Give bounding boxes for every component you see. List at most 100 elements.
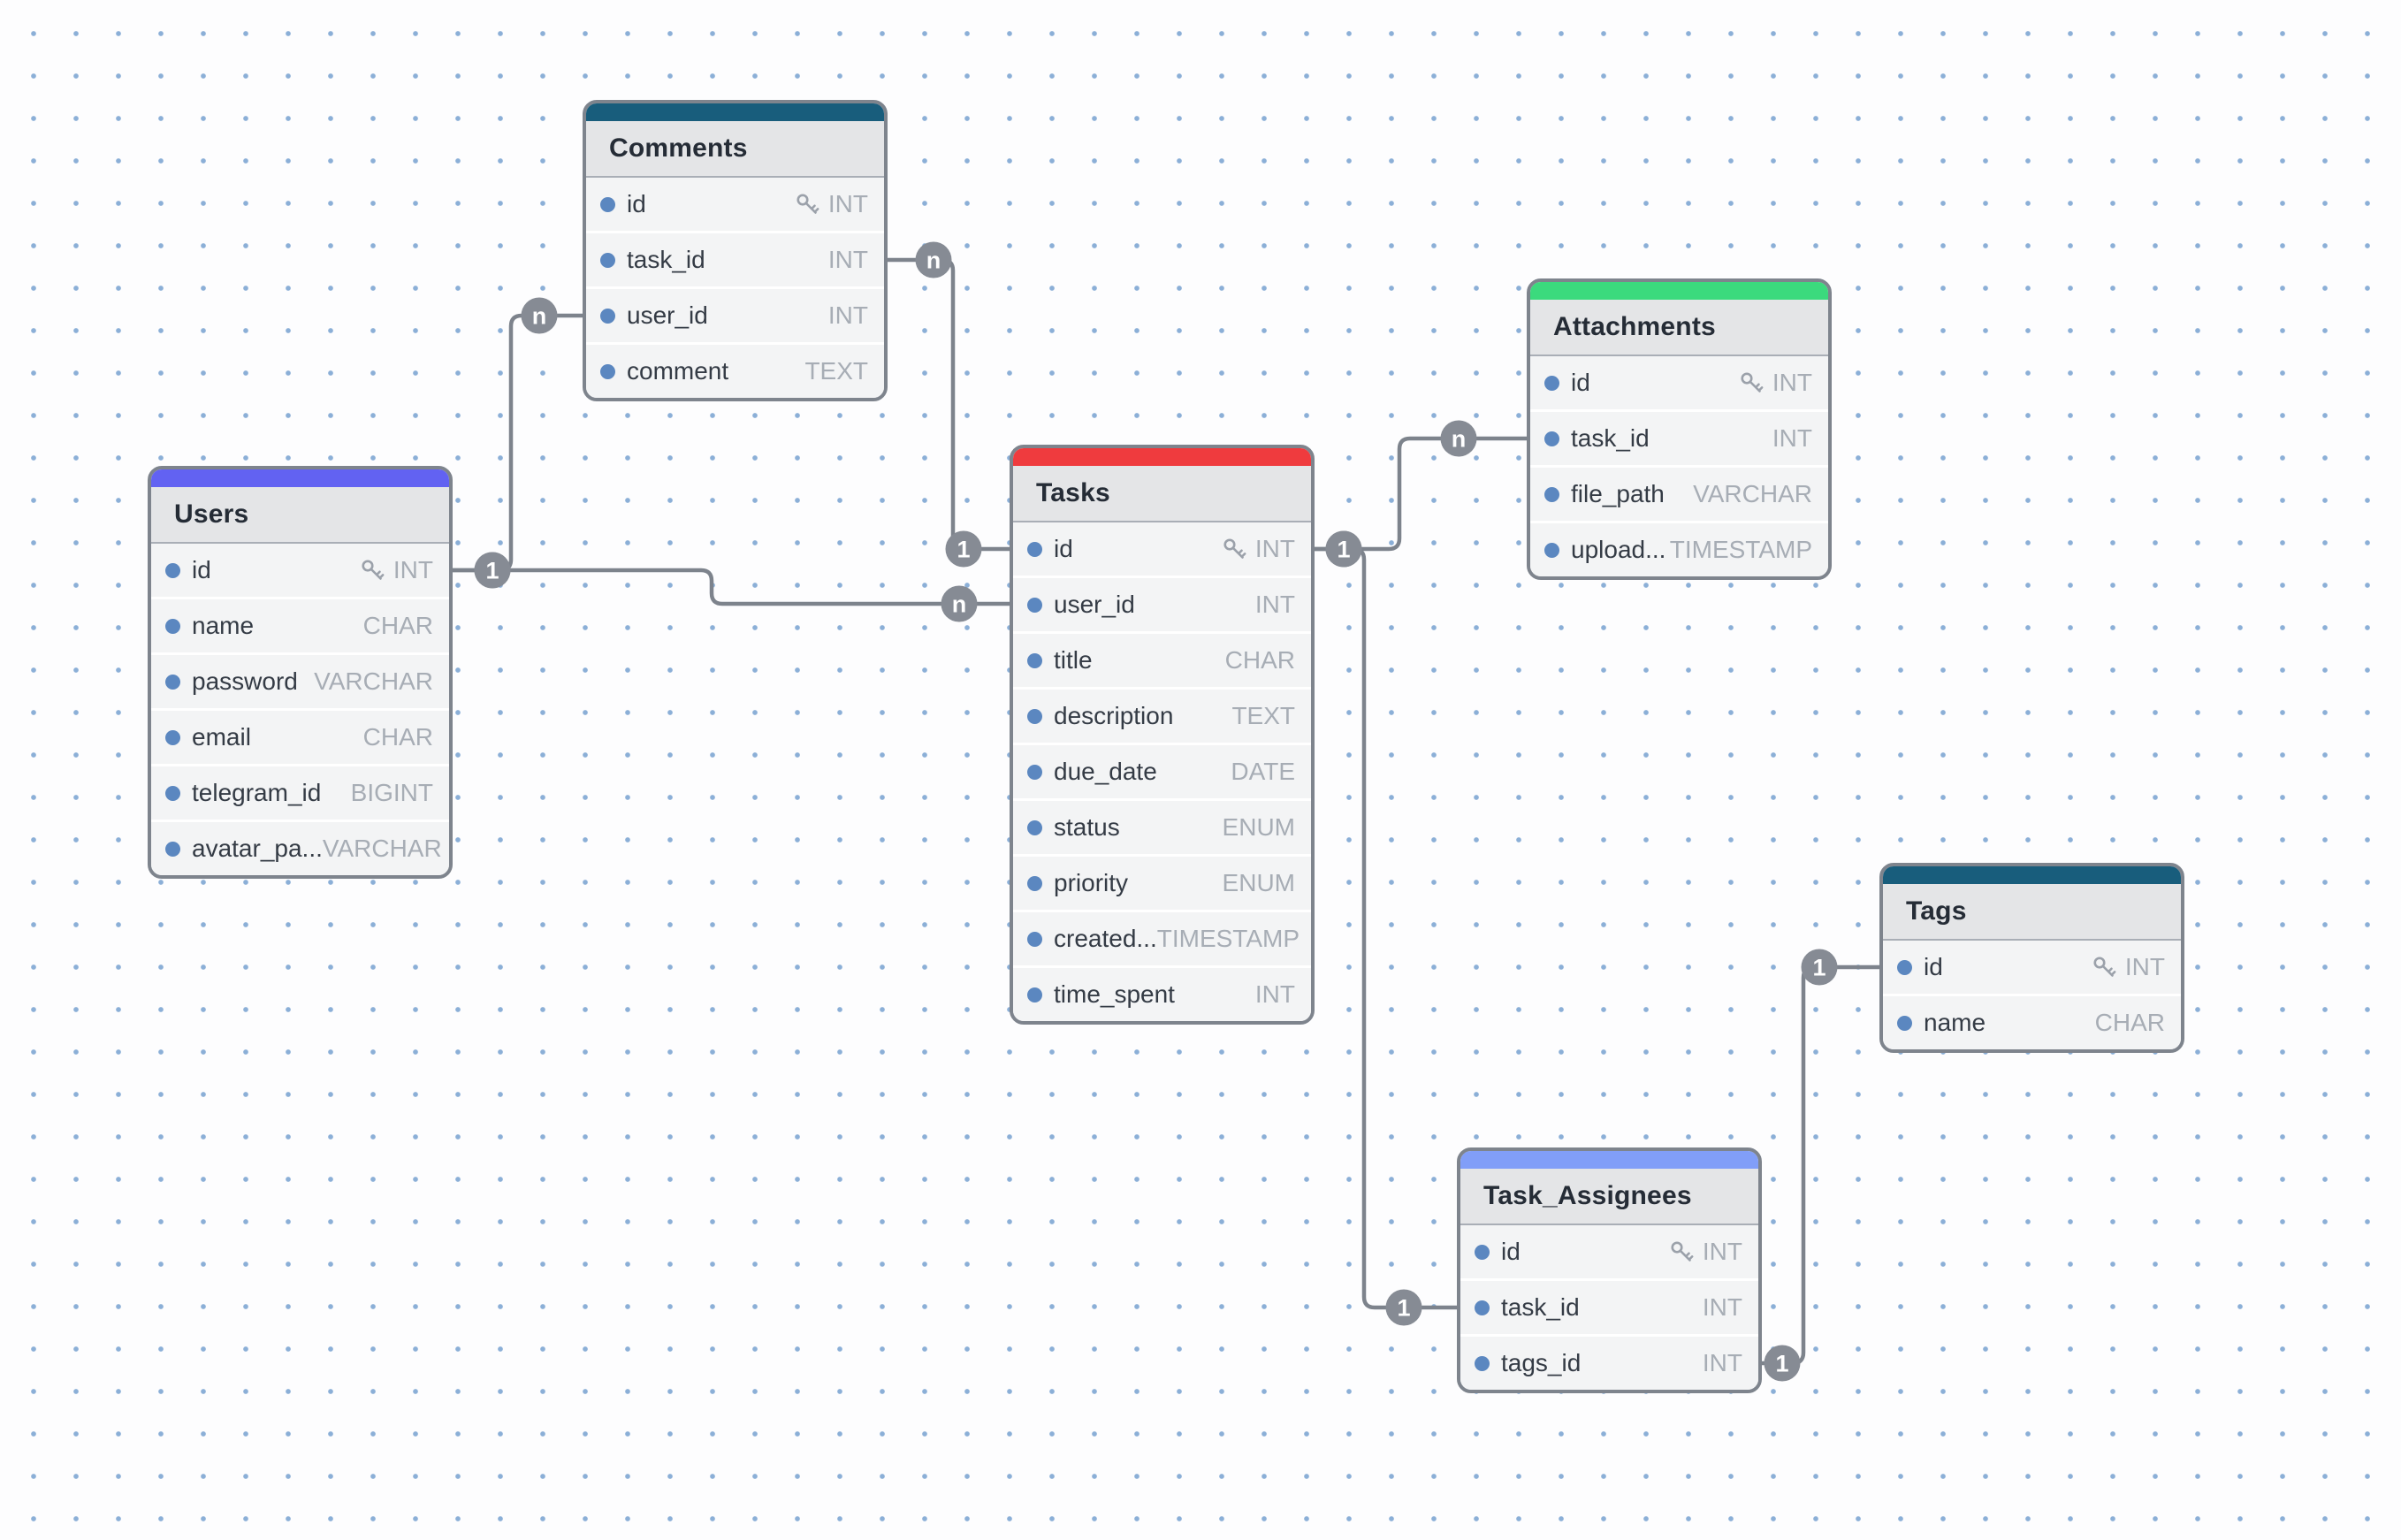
field-meta: INT bbox=[359, 556, 433, 584]
field-dot-icon bbox=[165, 785, 180, 801]
relationship-tasks-task_assignees[interactable] bbox=[1312, 546, 1460, 1310]
cardinality-bubble: n bbox=[521, 297, 558, 334]
field-name: telegram_id bbox=[192, 779, 322, 806]
cardinality-circle bbox=[1325, 530, 1362, 568]
field-type: CHAR bbox=[1224, 646, 1295, 674]
field-meta: DATE bbox=[1231, 758, 1295, 786]
table-accent-bar bbox=[1883, 866, 2181, 884]
field-meta: BIGINT bbox=[351, 779, 433, 807]
field-meta: INT bbox=[1738, 369, 1812, 397]
table-header-task_assignees[interactable]: Task_Assignees bbox=[1460, 1169, 1758, 1225]
field-meta: ENUM bbox=[1223, 813, 1295, 842]
field-users-telegram_id[interactable]: telegram_id BIGINT bbox=[151, 766, 449, 822]
field-dot-icon bbox=[1544, 486, 1559, 502]
field-tasks-time_spent[interactable]: time_spent INT bbox=[1013, 968, 1311, 1021]
cardinality-label: n bbox=[926, 248, 941, 274]
field-dot-icon bbox=[165, 618, 180, 634]
table-header-attachments[interactable]: Attachments bbox=[1530, 300, 1828, 356]
cardinality-bubble: 1 bbox=[1801, 949, 1838, 986]
key-icon bbox=[1223, 538, 1246, 559]
cardinality-circle bbox=[941, 585, 978, 622]
field-meta: CHAR bbox=[363, 612, 433, 640]
field-attachments-upload[interactable]: upload...TIMESTAMP bbox=[1530, 523, 1828, 576]
field-tasks-status[interactable]: status ENUM bbox=[1013, 801, 1311, 857]
key-icon bbox=[2093, 957, 2116, 977]
cardinality-bubble: 1 bbox=[1325, 530, 1362, 568]
field-type: INT bbox=[393, 556, 433, 583]
field-dot-icon bbox=[600, 308, 615, 324]
field-type: VARCHAR bbox=[322, 835, 442, 862]
table-header-users[interactable]: Users bbox=[151, 487, 449, 544]
relationship-tasks-comments[interactable] bbox=[885, 257, 1012, 552]
field-type: INT bbox=[1254, 980, 1295, 1008]
relationship-users-comments[interactable] bbox=[450, 313, 585, 573]
field-meta: INT bbox=[828, 246, 868, 274]
field-type: TIMESTAMP bbox=[1669, 536, 1812, 563]
table-header-comments[interactable]: Comments bbox=[586, 121, 884, 178]
cardinality-circle bbox=[1764, 1345, 1801, 1382]
field-name: password bbox=[192, 667, 298, 695]
field-dot-icon bbox=[1027, 931, 1042, 947]
field-type: INT bbox=[1254, 591, 1295, 618]
table-accent-bar bbox=[1013, 448, 1311, 466]
table-title: Tasks bbox=[1036, 478, 1110, 507]
relationship-users-tasks[interactable] bbox=[450, 568, 1012, 606]
field-dot-icon bbox=[1544, 431, 1559, 446]
table-title: Comments bbox=[609, 133, 748, 163]
cardinality-circle bbox=[945, 530, 982, 568]
field-name: task_id bbox=[1571, 424, 1650, 452]
field-type: TIMESTAMP bbox=[1156, 925, 1300, 952]
table-title: Tags bbox=[1906, 896, 1967, 926]
field-name: status bbox=[1054, 813, 1120, 841]
field-type: INT bbox=[827, 190, 868, 217]
field-tasks-created[interactable]: created...TIMESTAMP bbox=[1013, 912, 1311, 968]
table-header-tags[interactable]: Tags bbox=[1883, 884, 2181, 941]
field-name: task_id bbox=[1501, 1293, 1580, 1321]
field-meta: ENUM bbox=[1223, 869, 1295, 897]
field-users-avatar_pa[interactable]: avatar_pa...VARCHAR bbox=[151, 822, 449, 875]
field-name: avatar_pa... bbox=[192, 835, 323, 862]
table-header-tasks[interactable]: Tasks bbox=[1013, 466, 1311, 522]
cardinality-bubble: 1 bbox=[1764, 1345, 1801, 1382]
field-name: time_spent bbox=[1054, 980, 1175, 1008]
cardinality-circle bbox=[521, 297, 558, 334]
cardinality-circle bbox=[1440, 420, 1477, 457]
field-type: CHAR bbox=[362, 612, 433, 639]
relationship-tasks-attachments[interactable] bbox=[1312, 436, 1529, 552]
field-type: CHAR bbox=[2094, 1009, 2165, 1036]
table-accent-bar bbox=[151, 469, 449, 487]
field-name: email bbox=[192, 723, 251, 751]
relationship-tags-task_assignees[interactable] bbox=[1759, 964, 1882, 1366]
field-dot-icon bbox=[1027, 652, 1042, 668]
